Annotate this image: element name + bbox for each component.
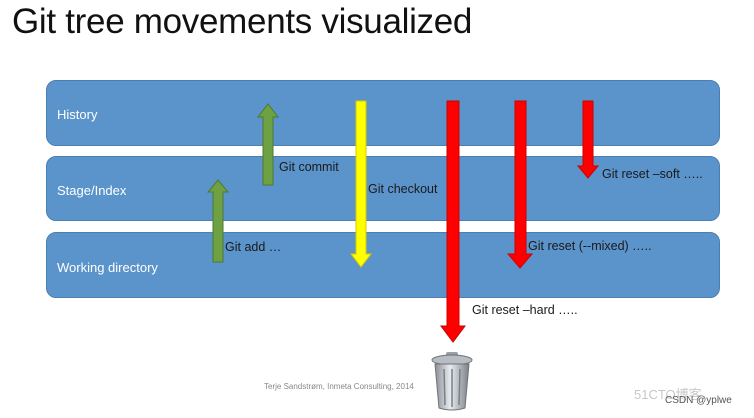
git-reset-mixed-arrow xyxy=(506,100,534,269)
history-band-label: History xyxy=(57,107,98,122)
git-checkout-label: Git checkout xyxy=(368,182,438,196)
history-band: History xyxy=(46,80,720,146)
git-checkout-arrow xyxy=(349,100,373,268)
git-reset-mixed-label: Git reset (--mixed) ….. xyxy=(528,239,652,253)
git-reset-hard-label: Git reset –hard ….. xyxy=(472,303,578,317)
stage-index-band-label: Stage/Index xyxy=(57,183,127,198)
working-directory-band: Working directory xyxy=(46,232,720,298)
git-reset-soft-arrow xyxy=(576,100,600,179)
git-reset-hard-arrow xyxy=(440,100,466,343)
slide-credit: Terje Sandstrøm, Inmeta Consulting, 2014 xyxy=(264,382,414,391)
watermark-logo: 51CTO博客 xyxy=(634,387,702,402)
trash-can-icon xyxy=(431,352,473,411)
csdn-watermark: CSDN @yplwe xyxy=(665,395,732,406)
working-directory-band-label: Working directory xyxy=(57,260,158,275)
git-add-arrow xyxy=(206,179,230,263)
git-add-label: Git add … xyxy=(225,240,282,254)
slide-title: Git tree movements visualized xyxy=(12,2,473,41)
git-commit-label: Git commit xyxy=(279,160,339,174)
git-commit-arrow xyxy=(256,103,280,186)
stage-index-band: Stage/Index xyxy=(46,156,720,221)
git-reset-soft-label: Git reset –soft ….. xyxy=(602,167,703,181)
